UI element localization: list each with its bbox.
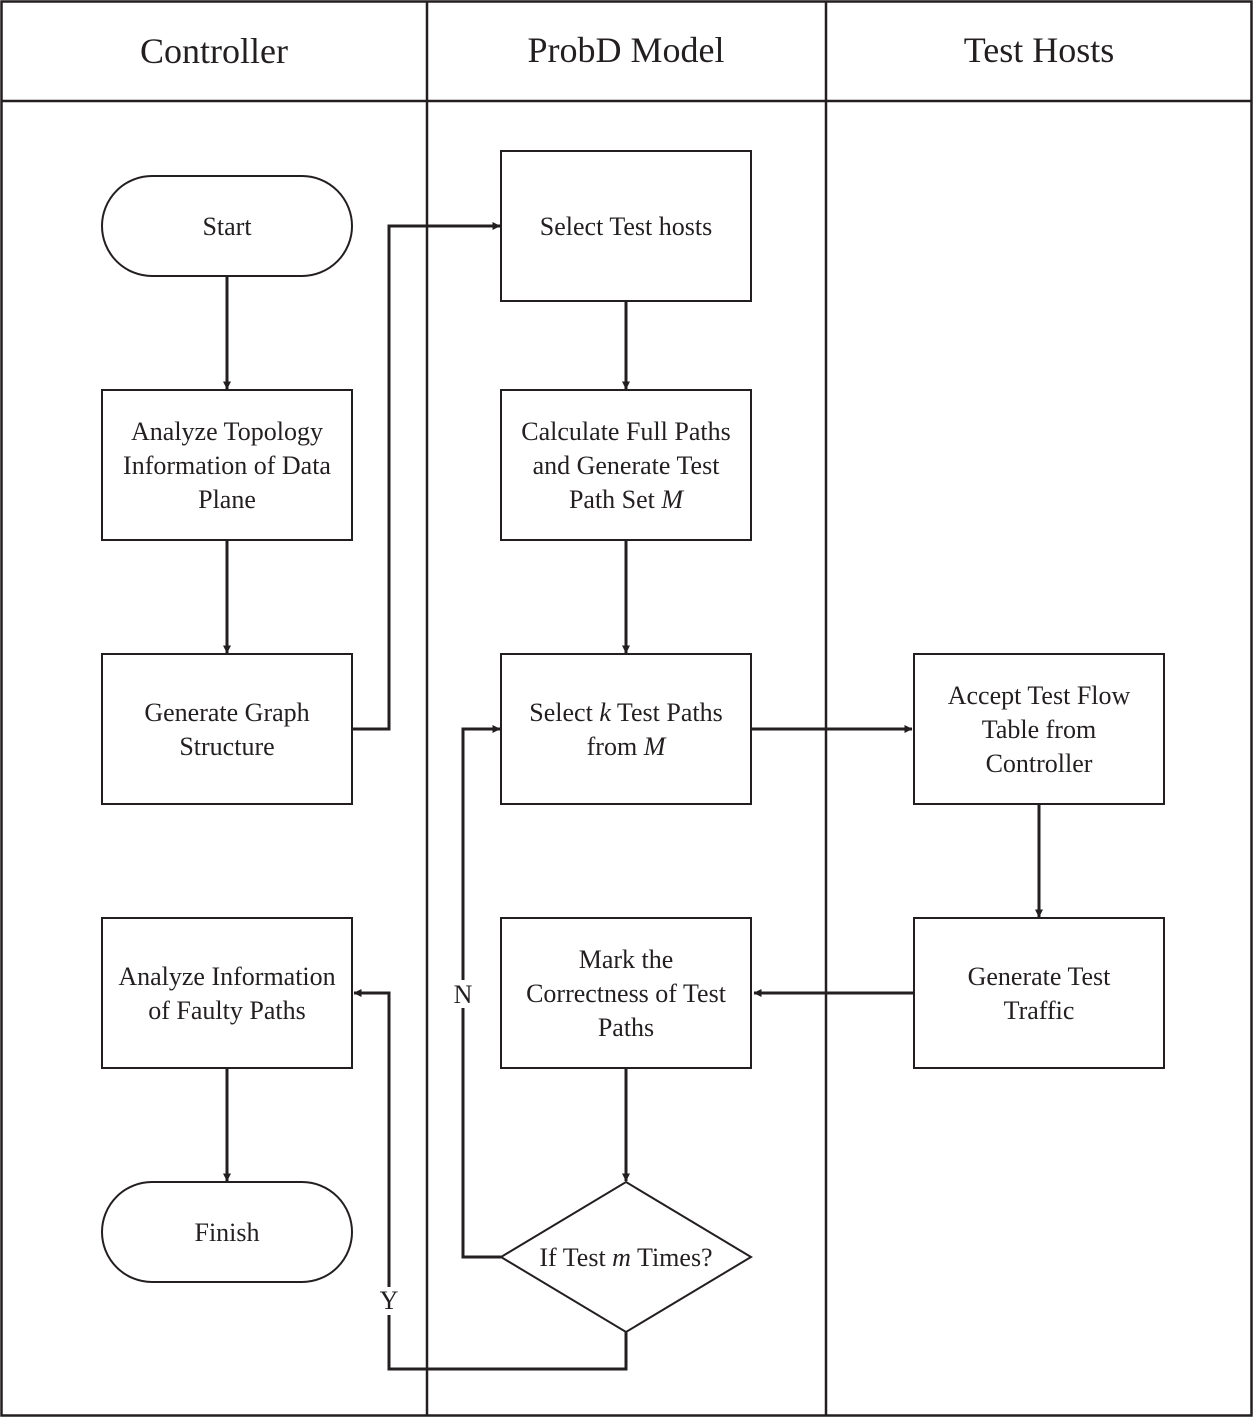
- node-label-line: Analyze Topology: [131, 417, 323, 446]
- lane-title-test-hosts: Test Hosts: [964, 30, 1115, 70]
- edge-generate-graph-to-select-hosts: [352, 222, 501, 731]
- label-segment: Accept Test Flow: [948, 681, 1131, 710]
- node-label-line: Path Set M: [569, 485, 684, 514]
- label-segment: of Faulty Paths: [148, 996, 305, 1025]
- process-shape: [101, 917, 353, 1069]
- node-label-line: Generate Graph: [144, 698, 309, 727]
- node-analyze-faulty: Analyze Information of Faulty Paths: [101, 917, 353, 1069]
- process-shape: [101, 653, 353, 805]
- edge-label-no-backdrop: [452, 980, 474, 1008]
- node-label-line: Generate Test: [968, 962, 1112, 991]
- node-label-line: Start: [202, 212, 252, 241]
- node-label-line: Select k Test Paths: [529, 698, 722, 727]
- process-shape: [913, 917, 1165, 1069]
- italic-variable: M: [643, 732, 667, 761]
- label-segment: Traffic: [1004, 996, 1075, 1025]
- node-label-line: Calculate Full Paths: [521, 417, 730, 446]
- label-segment: and Generate Test: [533, 451, 721, 480]
- italic-variable: M: [660, 485, 684, 514]
- label-segment: Controller: [986, 749, 1093, 778]
- process-shape: [913, 653, 1165, 805]
- label-segment: Generate Test: [968, 962, 1112, 991]
- node-label-line: Structure: [179, 732, 274, 761]
- node-select-k-paths: Select k Test Paths from M: [500, 653, 752, 805]
- label-segment: Generate Graph: [144, 698, 309, 727]
- edge-label-yes: Y: [380, 1286, 399, 1315]
- node-select-hosts: Select Test hosts: [500, 150, 752, 302]
- label-segment: Plane: [198, 485, 256, 514]
- node-label-line: Accept Test Flow: [948, 681, 1131, 710]
- lane-title-probd-model: ProbD Model: [528, 30, 725, 70]
- node-finish: Finish: [101, 1181, 353, 1283]
- process-shape: [101, 389, 353, 541]
- label-segment: Analyze Topology: [131, 417, 323, 446]
- label-segment: If Test: [539, 1243, 612, 1272]
- terminal-shape: [101, 175, 353, 277]
- italic-variable: k: [599, 698, 611, 727]
- label-segment: Times?: [631, 1243, 713, 1272]
- italic-variable: m: [612, 1243, 631, 1272]
- node-if-test-m-times: If Test m Times?: [499, 1180, 753, 1334]
- label-segment: Table from: [982, 715, 1096, 744]
- lane-title-controller: Controller: [140, 31, 288, 71]
- edge-label-no: N: [454, 980, 473, 1009]
- edge-label-yes-backdrop: [378, 1287, 400, 1315]
- label-segment: Calculate Full Paths: [521, 417, 730, 446]
- label-segment: Paths: [598, 1013, 654, 1042]
- label-segment: Select Test hosts: [540, 212, 712, 241]
- node-label-line: Traffic: [1004, 996, 1075, 1025]
- node-label-line: Mark the: [579, 945, 674, 974]
- node-label-line: Correctness of Test: [526, 979, 727, 1008]
- label-segment: Start: [202, 212, 252, 241]
- label-segment: Analyze Information: [118, 962, 335, 991]
- process-shape: [500, 389, 752, 541]
- node-label-line: of Faulty Paths: [148, 996, 305, 1025]
- node-label-line: Paths: [598, 1013, 654, 1042]
- node-label-line: Controller: [986, 749, 1093, 778]
- process-shape: [500, 150, 752, 302]
- label-segment: Path Set: [569, 485, 661, 514]
- terminal-shape: [101, 1181, 353, 1283]
- label-segment: Information of Data: [123, 451, 331, 480]
- node-label-line: Table from: [982, 715, 1096, 744]
- node-label-line: Plane: [198, 485, 256, 514]
- node-label-line: If Test m Times?: [539, 1243, 712, 1272]
- label-segment: from: [587, 732, 644, 761]
- label-segment: Finish: [194, 1218, 259, 1247]
- node-start: Start: [101, 175, 353, 277]
- label-segment: Structure: [179, 732, 274, 761]
- node-label-line: from M: [587, 732, 667, 761]
- node-calculate-paths: Calculate Full Paths and Generate TestPat…: [500, 389, 752, 541]
- label-segment: Mark the: [579, 945, 674, 974]
- node-label-line: Analyze Information: [118, 962, 335, 991]
- decision-shape: [499, 1180, 753, 1334]
- label-segment: Correctness of Test: [526, 979, 727, 1008]
- node-label-line: Information of Data: [123, 451, 331, 480]
- node-label-line: and Generate Test: [533, 451, 721, 480]
- edge-decision-yes-to-analyze-faulty: [353, 989, 628, 1371]
- process-shape: [500, 917, 752, 1069]
- label-segment: Test Paths: [611, 698, 723, 727]
- node-label-line: Select Test hosts: [540, 212, 712, 241]
- node-label-line: Finish: [194, 1218, 259, 1247]
- process-shape: [500, 653, 752, 805]
- label-segment: Select: [529, 698, 599, 727]
